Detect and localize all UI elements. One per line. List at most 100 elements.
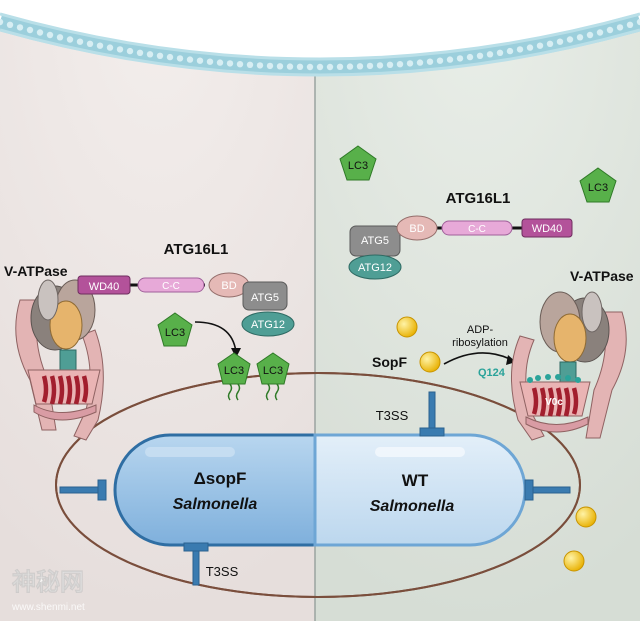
membrane-lipid — [266, 62, 274, 70]
membrane-lipid — [176, 55, 184, 62]
membrane-lipid — [436, 57, 444, 64]
atg16l1-left-title: ATG16L1 — [164, 241, 229, 258]
membrane-lipid — [516, 46, 524, 53]
membrane-lipid — [166, 53, 174, 61]
lc3-left-bound-2-label: LC3 — [263, 365, 283, 377]
membrane-lipid — [636, 18, 640, 26]
membrane-lipid — [156, 52, 164, 59]
plasma-membrane — [0, 0, 640, 77]
watermark-sub: www.shenmi.net — [11, 602, 85, 613]
v0c-label: V0c — [545, 397, 563, 408]
membrane-lipid — [476, 52, 484, 59]
membrane-lipid — [536, 42, 544, 49]
v-atpase-left-label: V-ATPase — [4, 263, 68, 279]
membrane-lipid — [346, 63, 354, 70]
membrane-lipid — [466, 53, 474, 61]
bd-domain-right — [396, 215, 438, 241]
q124-label: Q124 — [478, 367, 506, 379]
membrane-lipid — [76, 38, 84, 45]
membrane-lipid — [126, 47, 134, 55]
membrane-lipid — [506, 47, 514, 55]
membrane-lipid — [606, 26, 614, 34]
membrane-lipid — [86, 40, 94, 47]
bd-left-label: BD — [221, 280, 236, 292]
t3ss-left-label: T3SS — [206, 564, 239, 579]
membrane-lipid — [576, 34, 584, 41]
membrane-lipid — [626, 21, 634, 28]
left-bacterium-label-1: ΔsopF — [194, 469, 247, 488]
atg12-left — [241, 311, 295, 337]
t3ss-right-top — [419, 391, 445, 437]
t3ss-left-side — [59, 479, 107, 501]
wd40-domain-right — [521, 218, 573, 238]
membrane-lipid — [116, 46, 124, 53]
right-bacterium-label-1: WT — [402, 471, 429, 490]
sopf-active — [419, 351, 441, 373]
membrane-lipid — [586, 31, 594, 39]
lc3-left-free-label: LC3 — [165, 327, 185, 339]
sopf-label: SopF — [372, 354, 407, 370]
membrane-lipid — [296, 63, 304, 70]
lc3-left-bound-1 — [217, 352, 251, 401]
lc3-right-free-1-label: LC3 — [348, 160, 368, 172]
lc3-left-free — [157, 312, 193, 347]
membrane-lipid — [356, 63, 364, 70]
membrane-lipid — [376, 62, 384, 69]
cc-left-label: C-C — [162, 281, 180, 292]
membrane-lipid — [566, 36, 574, 43]
reaction-label-2: ribosylation — [452, 337, 508, 349]
membrane-lipid — [196, 57, 204, 64]
membrane-lipid — [16, 24, 24, 31]
wd40-left-label: WD40 — [89, 281, 120, 293]
membrane-lipid — [416, 59, 424, 66]
wd40-domain-left — [77, 275, 131, 295]
v-atpase-left — [15, 279, 104, 441]
wd40-right-label: WD40 — [532, 223, 563, 235]
right-bacterium-label-2: Salmonella — [370, 498, 455, 515]
t3ss-left-bottom — [183, 542, 209, 586]
lc3-recruit-arrowhead — [231, 348, 241, 358]
membrane-lipid — [276, 63, 284, 70]
membrane-lipid — [526, 44, 534, 51]
membrane-lipid — [496, 49, 504, 56]
membrane-lipid — [286, 63, 294, 70]
coiled-coil-right — [441, 220, 513, 236]
t3ss-right-side — [524, 479, 571, 501]
membrane-lipid — [616, 24, 624, 31]
membrane-lipid — [456, 55, 464, 62]
atg16l1-right-title: ATG16L1 — [446, 190, 511, 207]
membrane-lipid — [366, 62, 374, 70]
membrane-lipid — [136, 49, 144, 56]
membrane-lipid — [546, 40, 554, 47]
ribosylation-arrow — [443, 352, 513, 365]
atg5-left-label: ATG5 — [251, 292, 279, 304]
atg12-right-label: ATG12 — [358, 262, 392, 274]
membrane-lipid — [6, 21, 14, 28]
membrane-lipid — [556, 38, 564, 45]
membrane-lipid — [226, 60, 234, 67]
lc3-right-free-1 — [339, 145, 377, 181]
lc3-left-bound-2 — [256, 352, 290, 401]
atg5-right-label: ATG5 — [361, 235, 389, 247]
membrane-lipid — [186, 56, 194, 63]
left-bacterium-label-2: Salmonella — [173, 496, 258, 513]
v-atpase-right — [511, 291, 627, 441]
cc-right-label: C-C — [468, 224, 486, 235]
membrane-lipid — [36, 29, 44, 36]
membrane-lipid — [216, 59, 224, 66]
membrane-lipid — [26, 26, 34, 34]
membrane-lipid — [106, 44, 114, 51]
membrane-lipid — [406, 60, 414, 67]
right-vacuole-membrane — [55, 372, 581, 598]
atg5-left — [242, 281, 288, 311]
sopf-free-1 — [396, 316, 418, 338]
salmonella-right — [313, 433, 527, 547]
membrane-lipid — [306, 63, 314, 71]
membrane-lipid — [246, 61, 254, 68]
atg12-left-label: ATG12 — [251, 319, 285, 331]
atg16l1-left — [77, 272, 295, 337]
membrane-lipid — [146, 51, 154, 58]
coiled-coil-left — [137, 277, 205, 293]
